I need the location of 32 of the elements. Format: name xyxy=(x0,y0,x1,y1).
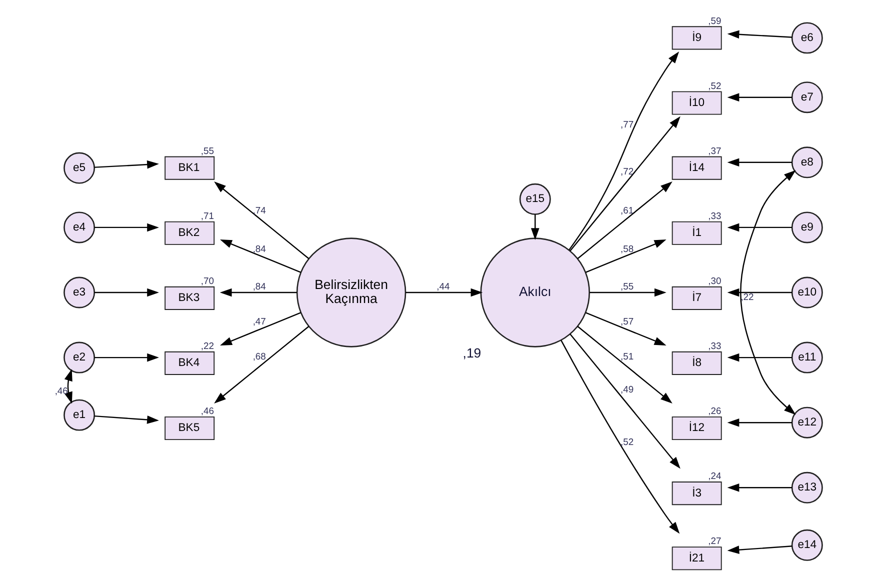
edge-label: ,84 xyxy=(252,280,266,292)
edge-label: ,68 xyxy=(252,350,266,362)
edge-label: ,51 xyxy=(620,350,634,362)
edge-label: ,22 xyxy=(740,291,754,302)
node-label: ,46 xyxy=(200,405,214,416)
edge-label: ,47 xyxy=(252,316,266,327)
node-label: ,24 xyxy=(708,470,721,482)
node-label: ,71 xyxy=(200,210,214,221)
edge-label: ,77 xyxy=(620,118,634,130)
edge-label: ,84 xyxy=(252,242,266,254)
node-label: ,59 xyxy=(708,14,721,26)
edge-label: ,49 xyxy=(620,383,634,394)
edge-label: ,72 xyxy=(620,166,634,177)
node-label: ,22 xyxy=(200,340,214,352)
edge-label: ,44 xyxy=(436,280,450,292)
node-label: ,27 xyxy=(708,535,721,546)
node-label: ,52 xyxy=(708,80,721,91)
edge-label: ,46 xyxy=(54,384,68,396)
node-label: ,19 xyxy=(462,345,481,360)
node-label: ,33 xyxy=(708,340,721,352)
edge-label: ,52 xyxy=(620,436,634,448)
edge-label: ,74 xyxy=(252,204,266,216)
node-label: ,30 xyxy=(708,275,721,286)
edge-label: ,58 xyxy=(620,242,634,254)
edge-label: ,61 xyxy=(620,204,634,216)
edge-label: ,55 xyxy=(620,280,634,292)
edge-label: ,57 xyxy=(620,316,634,327)
node-label: ,33 xyxy=(708,210,721,221)
node-label: ,26 xyxy=(708,405,721,416)
node-label: ,37 xyxy=(708,144,721,156)
node-label: ,55 xyxy=(200,144,214,156)
node-label: ,70 xyxy=(200,275,214,286)
